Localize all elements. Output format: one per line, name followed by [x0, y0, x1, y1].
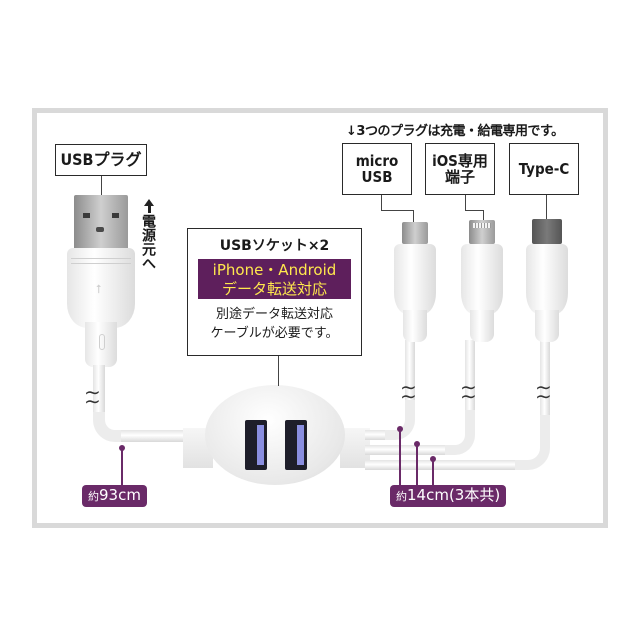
micro-usb-plug-body — [394, 244, 436, 314]
branch-cable-2-vertical — [465, 340, 475, 410]
socket-title: USBソケット×2 — [219, 238, 330, 254]
branch-cable-1-vertical — [405, 340, 415, 400]
micro-usb-label-line2: USB — [361, 168, 393, 186]
branch-cable-2-horizontal — [365, 445, 455, 455]
leader-line — [381, 210, 413, 211]
lightning-connector — [469, 220, 495, 244]
cable-break-icon: ∼∼ — [84, 380, 101, 413]
usb-socket-callout: USBソケット×2 iPhone・Android データ転送対応 別途データ転送… — [187, 228, 362, 356]
usb-plug-label: USBプラグ — [55, 144, 147, 176]
branch-length-value: 14cm — [407, 486, 449, 504]
ios-connector-label-line2: 端子 — [444, 168, 475, 186]
length-marker-line — [399, 429, 401, 486]
micro-usb-label-line1: micro — [355, 151, 399, 170]
cable-break-icon: ∼∼ — [400, 375, 417, 408]
power-direction-label: 電源元へ — [140, 214, 156, 270]
leader-line — [465, 195, 466, 210]
usb-a-connector — [74, 195, 128, 250]
highlight-line1: iPhone・Android — [212, 261, 337, 279]
branch-cable-3-corner — [515, 410, 550, 470]
socket-note: 別途データ転送対応 ケーブルが必要です。 — [188, 305, 361, 343]
ios-connector-label: iOS専用 端子 — [425, 143, 495, 195]
length-marker-line — [432, 459, 434, 486]
data-transfer-highlight: iPhone・Android データ転送対応 — [198, 259, 351, 299]
length-prefix: 約 — [396, 490, 407, 503]
micro-usb-connector — [402, 222, 428, 244]
leader-line — [413, 210, 414, 222]
type-c-plug-neck — [535, 310, 559, 342]
type-c-label: Type-C — [509, 143, 579, 195]
leader-line — [546, 195, 547, 219]
cable-break-icon: ∼∼ — [535, 375, 552, 408]
branch-cable-3-vertical — [540, 340, 550, 415]
usb-hub-body — [205, 385, 345, 485]
branch-cable-3-horizontal — [365, 460, 525, 470]
type-c-label-text: Type-C — [518, 159, 570, 178]
usb-socket-1 — [245, 420, 267, 470]
branch-cable-1-horizontal — [365, 430, 395, 440]
usb-a-plug-body: ⭡ — [67, 248, 135, 328]
length-prefix: 約 — [88, 490, 99, 503]
main-length-value: 93cm — [99, 486, 141, 504]
top-note: ↓3つのプラグは充電・給電専用です。 — [346, 124, 564, 139]
main-cable-vertical — [93, 365, 105, 420]
socket-note-line2: ケーブルが必要です。 — [210, 326, 339, 341]
usb-a-plug-neck — [85, 322, 117, 367]
length-marker-line — [121, 448, 123, 486]
branch-cable-length-badge: 約14cm(3本共) — [390, 485, 507, 507]
arrow-up-icon — [144, 199, 154, 206]
socket-leader-line — [278, 356, 279, 386]
cable-break-icon: ∼∼ — [460, 375, 477, 408]
type-c-connector — [532, 219, 562, 244]
micro-usb-label: micro USB — [342, 143, 412, 195]
length-marker-line — [416, 444, 418, 486]
lightning-plug-neck — [470, 310, 494, 342]
socket-note-line1: 別途データ転送対応 — [215, 307, 333, 322]
usb-plug-leader-line — [101, 176, 102, 196]
branch-length-suffix: (3本共) — [448, 486, 501, 504]
leader-line — [381, 195, 382, 210]
usb-socket-2 — [285, 420, 307, 470]
arrow-up-shaft — [147, 205, 151, 213]
ios-connector-label-line1: iOS専用 — [432, 151, 488, 170]
leader-line — [483, 210, 484, 220]
highlight-line2: データ転送対応 — [221, 280, 327, 298]
branch-cable-2-corner — [445, 405, 475, 455]
leader-line — [465, 210, 483, 211]
micro-usb-plug-neck — [403, 310, 427, 342]
usb-plug-label-text: USBプラグ — [60, 150, 142, 170]
lightning-plug-body — [461, 244, 503, 314]
type-c-plug-body — [526, 244, 568, 314]
main-cable-length-badge: 約93cm — [82, 485, 147, 507]
usb-symbol-icon: ⭡ — [96, 282, 102, 296]
